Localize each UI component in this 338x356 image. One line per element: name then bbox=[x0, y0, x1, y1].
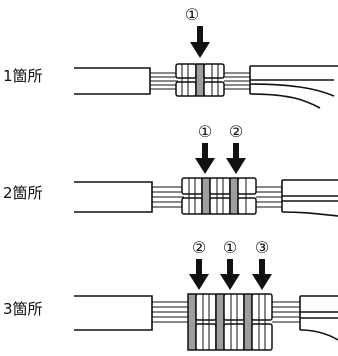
row-2-left-wires bbox=[152, 186, 184, 208]
row-1-right-wires bbox=[224, 72, 250, 90]
row-1-clamp bbox=[175, 63, 225, 97]
row-2: 2箇所 bbox=[3, 122, 338, 217]
row-2-right-wires bbox=[256, 186, 282, 208]
row-2-arrow-2 bbox=[226, 143, 246, 174]
row-3-right-wires bbox=[272, 301, 300, 323]
row-1-marker-1: ① bbox=[185, 5, 199, 24]
row-2-marker-2: ② bbox=[229, 122, 243, 141]
row-3-marker-3: ③ bbox=[255, 238, 269, 257]
row-2-left-cable bbox=[74, 181, 153, 213]
row-1-right-cable bbox=[249, 65, 338, 109]
row-2-clamp bbox=[181, 177, 257, 215]
row-3-left-wires bbox=[152, 301, 190, 323]
row-3: 3箇所 bbox=[3, 238, 338, 351]
row-3-right-cable bbox=[299, 295, 338, 341]
row-3-left-cable bbox=[74, 295, 153, 331]
row-3-arrow-2 bbox=[220, 259, 240, 290]
row-1-left-cable bbox=[74, 67, 151, 95]
row-2-marker-1: ① bbox=[198, 122, 212, 141]
row-3-arrow-1 bbox=[189, 259, 209, 290]
row-3-marker-2: ① bbox=[223, 238, 237, 257]
row-1-arrow-1 bbox=[190, 26, 210, 58]
row-2-label: 2箇所 bbox=[3, 184, 43, 202]
row-3-clamp bbox=[187, 293, 273, 351]
row-1: 1箇所 bbox=[3, 5, 338, 109]
row-3-marker-1: ② bbox=[192, 238, 206, 257]
row-3-label: 3箇所 bbox=[3, 300, 43, 318]
row-3-arrow-3 bbox=[252, 259, 272, 290]
row-2-right-cable bbox=[281, 179, 338, 217]
row-2-arrow-1 bbox=[195, 143, 215, 174]
row-1-left-wires bbox=[150, 72, 178, 90]
row-1-label: 1箇所 bbox=[3, 67, 43, 85]
